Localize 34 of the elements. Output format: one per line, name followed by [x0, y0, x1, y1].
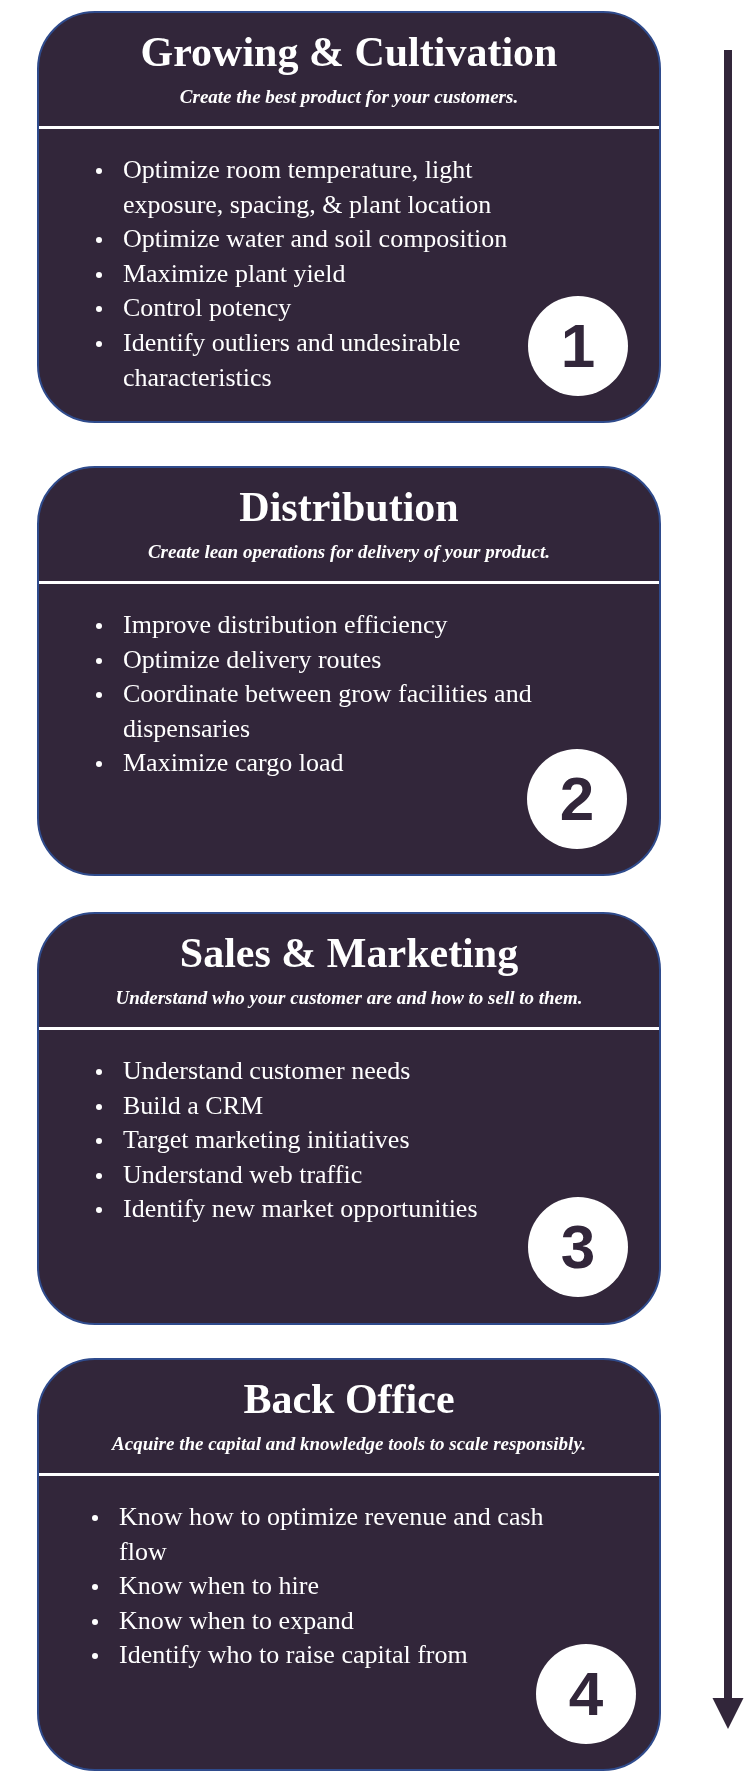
bullet-item: Know when to hire [90, 1569, 319, 1604]
bullet-item: Know how to optimize revenue and cash flow [90, 1500, 564, 1570]
bullet-item: Identify new market opportunities [94, 1192, 478, 1227]
stage-card [37, 11, 661, 423]
step-number-circle: 3 [528, 1197, 628, 1297]
stage-card [37, 466, 661, 876]
card-title: Back Office [243, 1375, 455, 1423]
card-title: Sales & Marketing [179, 929, 519, 977]
bullet-item: Improve distribution efficiency [94, 608, 448, 643]
bullet-item: Optimize room temperature, light exposure, spacing, & plant location [94, 153, 524, 223]
card-subtitle: Acquire the capital and knowledge tools to scale responsibly. [112, 1432, 586, 1455]
bullet-item: Identify outliers and undesirable characteristics [94, 325, 524, 396]
card-subtitle: Understand who your customer are and how to sell to them. [115, 986, 583, 1009]
step-number-circle: 1 [528, 296, 628, 396]
bullet-item: Maximize cargo load [94, 746, 344, 781]
card-title: Growing & Cultivation [140, 28, 558, 76]
bullet-item: Build a CRM [94, 1088, 264, 1124]
card-subtitle: Create the best product for your customers. [179, 85, 519, 108]
bullet-item: Maximize plant yield [94, 256, 346, 292]
card-title: Distribution [239, 483, 459, 531]
bullet-item: Optimize water and soil composition [94, 222, 508, 257]
step-number-circle: 2 [527, 749, 627, 849]
step-number-circle: 4 [536, 1644, 636, 1744]
card-subtitle: Create lean operations for delivery of your product. [147, 540, 551, 563]
stage-card [37, 1358, 661, 1771]
stage-card [37, 912, 661, 1325]
bullet-item: Target marketing initiatives [94, 1123, 410, 1158]
bullet-item: Understand web traffic [94, 1157, 363, 1193]
bullet-item: Know when to expand [90, 1603, 354, 1639]
bullet-item: Optimize delivery routes [94, 642, 382, 678]
bullet-item: Coordinate between grow facilities and dispensaries [94, 677, 568, 747]
bullet-item: Understand customer needs [94, 1054, 411, 1089]
bullet-item: Control potency [94, 291, 292, 326]
bullet-item: Identify who to raise capital from [90, 1638, 468, 1673]
